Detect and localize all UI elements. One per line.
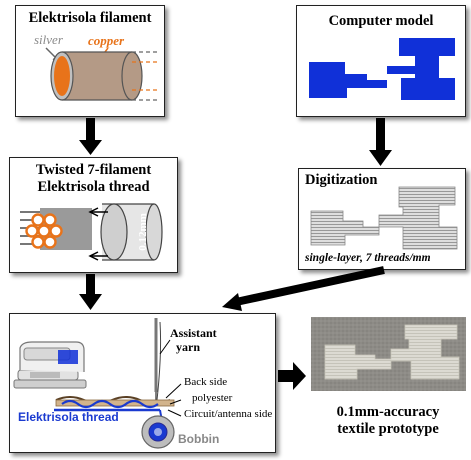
arrow-filament-to-twisted: [79, 118, 102, 155]
digitization-title: Digitization: [305, 172, 378, 188]
digitization-caption: single-layer, 7 threads/mm: [305, 252, 431, 264]
twisted-thread-illustration: [20, 203, 163, 261]
polyester-label: polyester: [192, 392, 233, 404]
embroidery-illustration: [13, 318, 182, 449]
arrow-twisted-to-embroidery: [79, 274, 102, 310]
computer-model-box: Computer model: [296, 5, 466, 117]
bobbin-icon: [141, 415, 175, 449]
embroidery-box: Assistant yarn Back side polyester Circu…: [9, 313, 276, 453]
computer-model-title: Computer model: [328, 13, 434, 29]
prototype-caption-line1: 0.1mm-accuracy: [336, 404, 440, 420]
arrow-digitization-to-embroidery: [222, 266, 385, 311]
computer-model-shape: [309, 38, 455, 100]
circuit-side-label: Circuit/antenna side: [184, 408, 273, 420]
digitized-pattern: [310, 186, 458, 250]
twisted-title-line2: Elektrisola thread: [37, 179, 150, 195]
elektrisola-thread-label: Elektrisola thread: [18, 410, 119, 424]
copper-label: copper: [88, 33, 125, 48]
digitization-box: Digitization single-layer, 7 threads/mm: [298, 168, 466, 270]
twisted-thread-box: Twisted 7-filament Elektrisola thread: [9, 157, 178, 273]
embroidery-machine-icon: [13, 341, 87, 389]
prototype-photo: [311, 317, 466, 391]
diameter-label: 0.12mm: [137, 213, 149, 251]
twisted-title-line1: Twisted 7-filament: [35, 162, 152, 178]
filament-cylinder-illustration: [45, 47, 158, 101]
silver-label: silver: [34, 32, 63, 47]
assistant-yarn-label-line2: yarn: [176, 340, 200, 354]
assistant-yarn-label-line1: Assistant: [170, 326, 217, 340]
filament-title: Elektrisola filament: [28, 10, 152, 26]
needle-icon: [154, 318, 162, 404]
arrow-model-to-digitization: [369, 118, 392, 166]
back-side-label: Back side: [184, 376, 228, 388]
bobbin-label: Bobbin: [178, 432, 220, 446]
filament-box: Elektrisola filament silver copper: [15, 5, 165, 117]
prototype-caption-line2: textile prototype: [337, 421, 439, 437]
arrow-embroidery-to-prototype: [278, 362, 306, 390]
